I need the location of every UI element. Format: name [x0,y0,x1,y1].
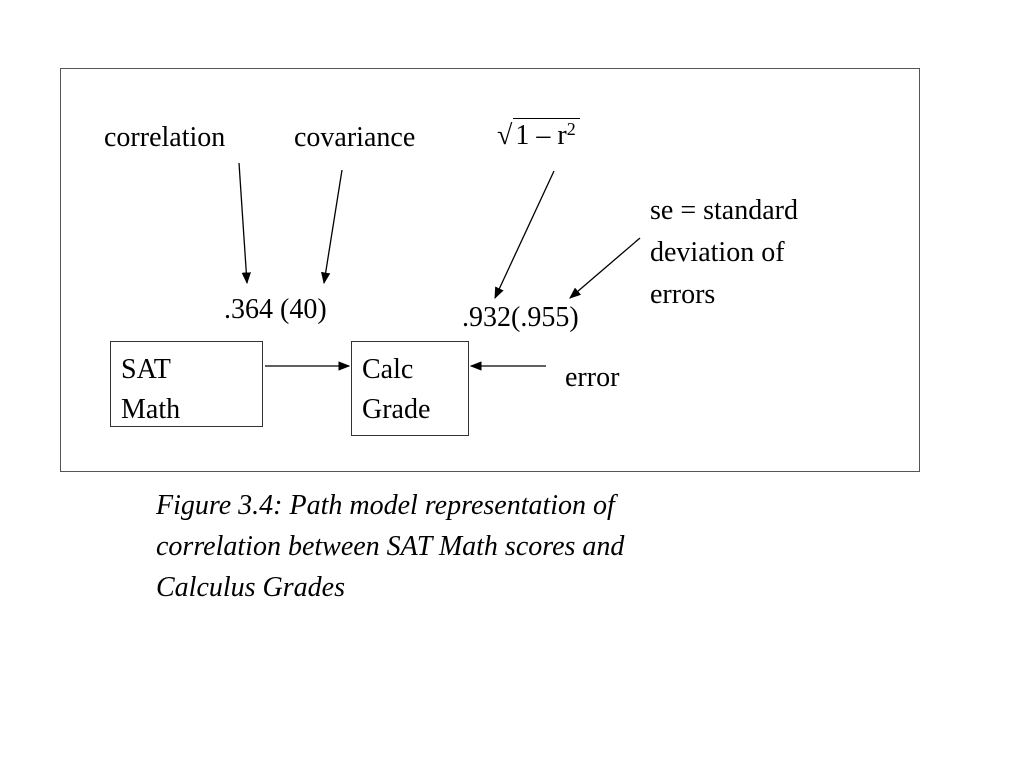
node-label: Grade [362,394,431,425]
se-note-line: se = standard [650,195,798,226]
se-arrow [569,237,641,299]
sqrt-expression: 1 – r [515,120,567,151]
sqrt-radicand: 1 – r2 [513,118,580,153]
covariance-arrow [321,169,343,285]
caption-line: correlation between SAT Math scores and [156,531,625,562]
se-note: se = standard deviation of errors [650,190,890,316]
caption-line: Calculus Grades [156,572,345,603]
node-label: Calc [362,354,414,385]
caption-line: Figure 3.4: Path model representation of [156,490,615,521]
correlation-label: correlation [104,122,226,153]
sat-coefficient-label: .364 (40) [224,294,327,325]
sqrt-arrow [494,170,555,300]
se-note-line: deviation of [650,237,785,268]
covariance-label: covariance [294,122,416,153]
error-coefficient-label: .932(.955) [462,302,579,333]
node-label: Math [121,394,181,425]
sat-math-node: SAT Math [110,341,263,427]
calc-grade-node: Calc Grade [351,341,469,436]
diagram-frame [60,68,920,472]
se-note-line: errors [650,279,716,310]
sqrt-exponent: 2 [566,119,576,139]
correlation-arrow [238,162,251,285]
sqrt-symbol: √ [497,120,513,151]
sqrt-formula: √1 – r2 [497,118,580,153]
error-label: error [565,362,620,393]
figure-caption: Figure 3.4: Path model representation of… [156,485,776,608]
node-label: SAT [121,354,171,385]
